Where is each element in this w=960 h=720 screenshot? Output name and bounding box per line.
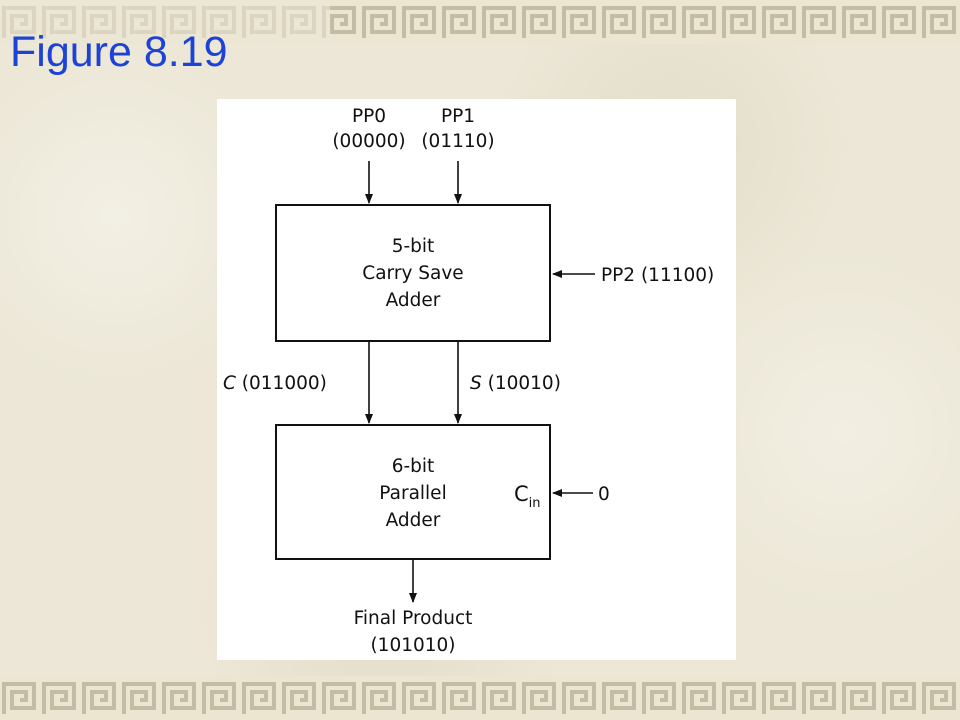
sum-letter: S xyxy=(470,373,482,394)
cin-main: C xyxy=(514,482,529,506)
cin-value: 0 xyxy=(598,484,610,505)
final-product-label: Final Product xyxy=(354,608,473,629)
csa-line-2: Carry Save xyxy=(362,263,463,284)
final-product-value: (101010) xyxy=(370,635,455,656)
parallel-adder-block xyxy=(275,424,551,560)
greek-key-border-bottom xyxy=(0,676,960,720)
figure-panel: PP0 (00000) PP1 (01110) 5-bit Carry Save… xyxy=(217,99,736,660)
adder-diagram: PP0 (00000) PP1 (01110) 5-bit Carry Save… xyxy=(223,106,714,656)
cin-label: Cin xyxy=(514,482,541,511)
carry-save-adder-block xyxy=(275,204,551,342)
pp1-value: (01110) xyxy=(421,131,494,152)
csa-line-1: 5-bit xyxy=(392,236,435,257)
csa-line-3: Adder xyxy=(386,290,441,311)
pp0-value: (00000) xyxy=(332,131,405,152)
carry-value: (011000) xyxy=(236,373,327,394)
cin-subscript: in xyxy=(529,496,541,511)
adder-line-1: 6-bit xyxy=(392,456,435,477)
pp1-label: PP1 xyxy=(441,106,475,127)
greek-key-border-top xyxy=(0,0,960,44)
adder-line-2: Parallel xyxy=(379,483,446,504)
pp2-label: PP2 (11100) xyxy=(601,265,714,286)
sum-value: (10010) xyxy=(482,373,561,394)
sum-label: S (10010) xyxy=(470,373,561,394)
slide-title: Figure 8.19 xyxy=(10,28,228,76)
carry-letter: C xyxy=(223,373,236,394)
carry-label: C (011000) xyxy=(223,373,327,394)
pp0-label: PP0 xyxy=(352,106,386,127)
adder-line-3: Adder xyxy=(386,510,441,531)
